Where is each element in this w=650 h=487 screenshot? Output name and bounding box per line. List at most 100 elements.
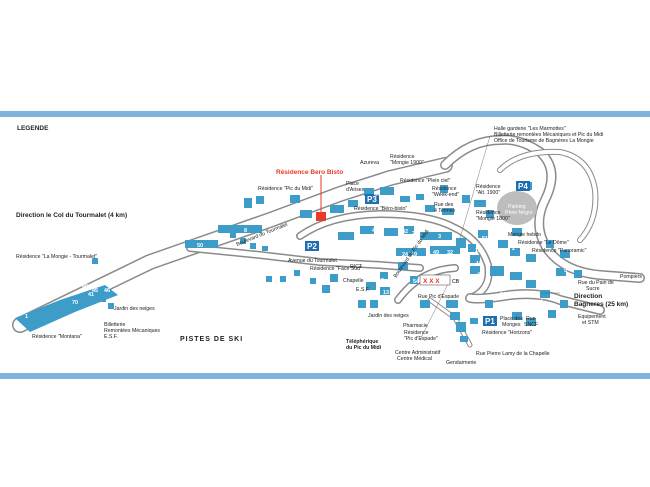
- buildings: [15, 182, 582, 342]
- parking-p4[interactable]: P4: [516, 181, 530, 191]
- svg-text:du Pic du Midi: du Pic du Midi: [346, 345, 382, 351]
- svg-text:8: 8: [244, 228, 247, 234]
- svg-text:Résidence "Le Dôme": Résidence "Le Dôme": [518, 240, 569, 246]
- svg-text:40: 40: [82, 284, 88, 290]
- svg-text:Résidence: Résidence: [476, 210, 501, 216]
- svg-text:41: 41: [88, 292, 94, 298]
- svg-text:47: 47: [452, 308, 458, 314]
- svg-text:Pharmacie: Pharmacie: [403, 323, 428, 329]
- road-network: [12, 134, 645, 348]
- svg-text:4 Termes: 4 Termes: [434, 208, 456, 214]
- svg-text:P2: P2: [307, 242, 317, 251]
- svg-text:d'Arises: d'Arises: [346, 187, 365, 193]
- svg-text:13: 13: [383, 290, 389, 296]
- legend-heading: LEGENDE: [17, 125, 49, 132]
- svg-text:Résidence "Face Sud": Résidence "Face Sud": [310, 266, 362, 272]
- svg-text:Résidence "Panoramic": Résidence "Panoramic": [532, 248, 587, 254]
- svg-text:45: 45: [92, 288, 98, 294]
- svg-text:Billetterie remontées Mécaniqu: Billetterie remontées Mécaniques et Pic …: [494, 132, 603, 138]
- svg-text:Résidence: Résidence: [390, 154, 415, 160]
- top-border-band: [0, 111, 650, 117]
- svg-text:Equipement: Equipement: [578, 314, 606, 320]
- svg-text:11: 11: [475, 248, 481, 254]
- svg-text:49: 49: [433, 250, 439, 256]
- svg-text:24: 24: [402, 252, 409, 258]
- svg-text:et STM: et STM: [582, 320, 599, 326]
- svg-text:Résidence: Résidence: [432, 186, 457, 192]
- svg-text:Avenue du Tourmalet: Avenue du Tourmalet: [288, 258, 337, 264]
- svg-text:32: 32: [447, 250, 453, 256]
- svg-text:54: 54: [413, 279, 420, 285]
- parking-p1[interactable]: P1: [483, 316, 497, 326]
- svg-text:Halle garderie "Les Marmottes": Halle garderie "Les Marmottes": [494, 126, 566, 132]
- svg-text:E.S.F.: E.S.F.: [356, 287, 370, 293]
- pistes-label: PISTES DE SKI: [180, 336, 243, 343]
- direction-bagneres-line2: Bagneres (25 km): [574, 301, 628, 308]
- svg-text:42: 42: [402, 229, 408, 235]
- svg-text:19: 19: [411, 252, 417, 258]
- svg-text:1: 1: [25, 314, 28, 320]
- svg-text:Office de Tourisme de Bagnères: Office de Tourisme de Bagnères La Mongie: [494, 138, 594, 144]
- svg-text:18: 18: [460, 280, 466, 286]
- svg-text:Résidence "Béro-bisto": Résidence "Béro-bisto": [354, 206, 407, 212]
- svg-text:3: 3: [438, 234, 441, 240]
- svg-text:Place des: Place des: [500, 316, 523, 322]
- svg-text:"Pic d'Espade": "Pic d'Espade": [404, 336, 438, 342]
- svg-text:43: 43: [477, 272, 483, 278]
- svg-text:2: 2: [512, 246, 515, 252]
- svg-text:SNCF: SNCF: [524, 322, 538, 328]
- svg-text:15: 15: [462, 318, 468, 324]
- svg-text:7: 7: [540, 298, 543, 304]
- svg-text:Résidence "Horizons": Résidence "Horizons": [482, 330, 532, 336]
- svg-text:Mongie hebdo: Mongie hebdo: [508, 232, 541, 238]
- parking-p2[interactable]: P2: [305, 241, 319, 251]
- svg-text:Gendarmerie: Gendarmerie: [446, 360, 476, 366]
- svg-text:Billetterie: Billetterie: [104, 322, 125, 328]
- svg-text:10: 10: [492, 250, 498, 256]
- svg-text:Pompiers: Pompiers: [620, 274, 642, 280]
- svg-text:Remontées Mécaniques: Remontées Mécaniques: [104, 328, 160, 334]
- svg-text:Chapelle: Chapelle: [343, 278, 364, 284]
- svg-text:47: 47: [372, 228, 378, 234]
- svg-text:Centre Médical: Centre Médical: [397, 356, 432, 362]
- svg-text:21: 21: [500, 292, 506, 298]
- xxx-marker: X X X: [423, 278, 440, 285]
- svg-text:RICT: RICT: [350, 264, 363, 270]
- svg-text:Résidence "Plein ciel": Résidence "Plein ciel": [400, 178, 451, 184]
- residence-bero-bisto-marker[interactable]: [316, 212, 326, 221]
- svg-text:Rue du Pain de: Rue du Pain de: [578, 280, 614, 286]
- direction-tourmalet: Direction le Col du Tourmalet (4 km): [16, 212, 127, 219]
- svg-text:Pène Nègre: Pène Nègre: [505, 210, 533, 216]
- svg-text:70: 70: [72, 300, 78, 306]
- svg-text:6: 6: [530, 292, 533, 298]
- highlight-label: Résidence Bero Bisto: [276, 169, 343, 176]
- svg-text:Résidence "La Mongie - Tourmal: Résidence "La Mongie - Tourmalet": [16, 254, 97, 260]
- svg-text:51: 51: [482, 236, 488, 242]
- svg-text:Jardin des neiges: Jardin des neiges: [114, 306, 155, 312]
- building-numbers: 1 70 41 40 45 46 50 8 44 47 42 2 5 3 11 1…: [25, 192, 567, 330]
- svg-text:46: 46: [104, 288, 110, 294]
- svg-text:71: 71: [550, 288, 556, 294]
- svg-text:Résidence "Montana": Résidence "Montana": [32, 334, 82, 340]
- cb-label: CB: [452, 279, 460, 285]
- svg-text:Monges: Monges: [502, 322, 521, 328]
- svg-text:16: 16: [476, 261, 482, 267]
- svg-text:Rue Pierre Lamy de la Chapelle: Rue Pierre Lamy de la Chapelle: [476, 351, 550, 357]
- svg-text:38: 38: [471, 324, 477, 330]
- svg-text:5: 5: [564, 268, 567, 274]
- svg-text:Résidence: Résidence: [404, 330, 429, 336]
- svg-text:P3: P3: [367, 195, 377, 204]
- svg-text:Résidence "Pic du Midi": Résidence "Pic du Midi": [258, 186, 313, 192]
- svg-text:P1: P1: [485, 317, 495, 326]
- svg-text:Jardin des neiges: Jardin des neiges: [368, 313, 409, 319]
- svg-text:44: 44: [374, 192, 381, 198]
- leader-lines: [419, 135, 560, 341]
- svg-text:E.S.F.: E.S.F.: [104, 334, 118, 340]
- parking-pene-negre-area: [497, 191, 537, 225]
- parking-p3[interactable]: P3: [365, 194, 379, 204]
- svg-text:50: 50: [197, 243, 203, 249]
- svg-text:Rue Pic d'Espade: Rue Pic d'Espade: [418, 294, 459, 300]
- svg-text:"Week-end": "Week-end": [432, 192, 459, 198]
- svg-text:Rue des: Rue des: [434, 202, 454, 208]
